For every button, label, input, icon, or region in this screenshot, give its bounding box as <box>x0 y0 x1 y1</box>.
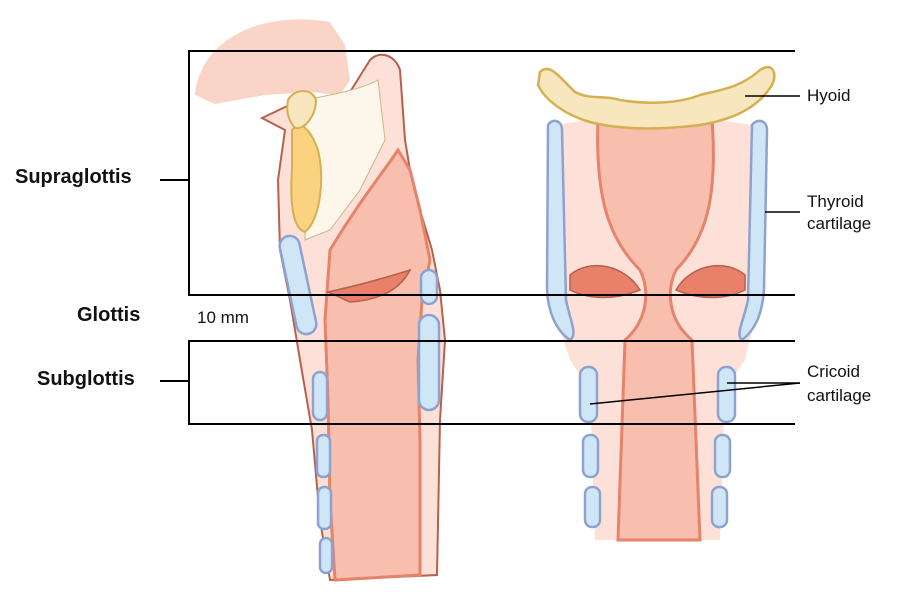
thyroid-label-2: cartilage <box>807 214 872 233</box>
region-boxes <box>160 50 795 425</box>
glottis-label: Glottis <box>77 304 141 326</box>
cricoid-leader-a <box>589 382 801 405</box>
tongue-base <box>195 19 350 104</box>
coronal-lumen <box>596 118 715 542</box>
hyoid-lateral <box>286 90 318 130</box>
supraglottis-label: Supraglottis <box>15 166 132 188</box>
hyoid-bone <box>536 65 776 130</box>
cartilage-coronal <box>545 119 769 529</box>
cartilage-rings-lateral <box>278 234 441 575</box>
cricoid-label-2: cartilage <box>807 386 872 405</box>
thyroid-label-1: Thyroid <box>807 192 864 211</box>
supraglottis-box <box>188 50 795 296</box>
subglottis-box <box>188 340 795 425</box>
cricoid-label-1: Cricoid <box>807 362 860 381</box>
coronal-view <box>536 65 776 542</box>
epiglottis <box>290 124 323 234</box>
lateral-view <box>195 19 447 582</box>
structure-leaders <box>589 95 801 405</box>
epiglottis-fibers <box>304 79 386 241</box>
airway-lumen <box>323 147 432 582</box>
hyoid-label: Hyoid <box>807 86 851 105</box>
scale-label: 10 mm <box>197 308 249 327</box>
subglottis-label: Subglottis <box>37 368 135 390</box>
